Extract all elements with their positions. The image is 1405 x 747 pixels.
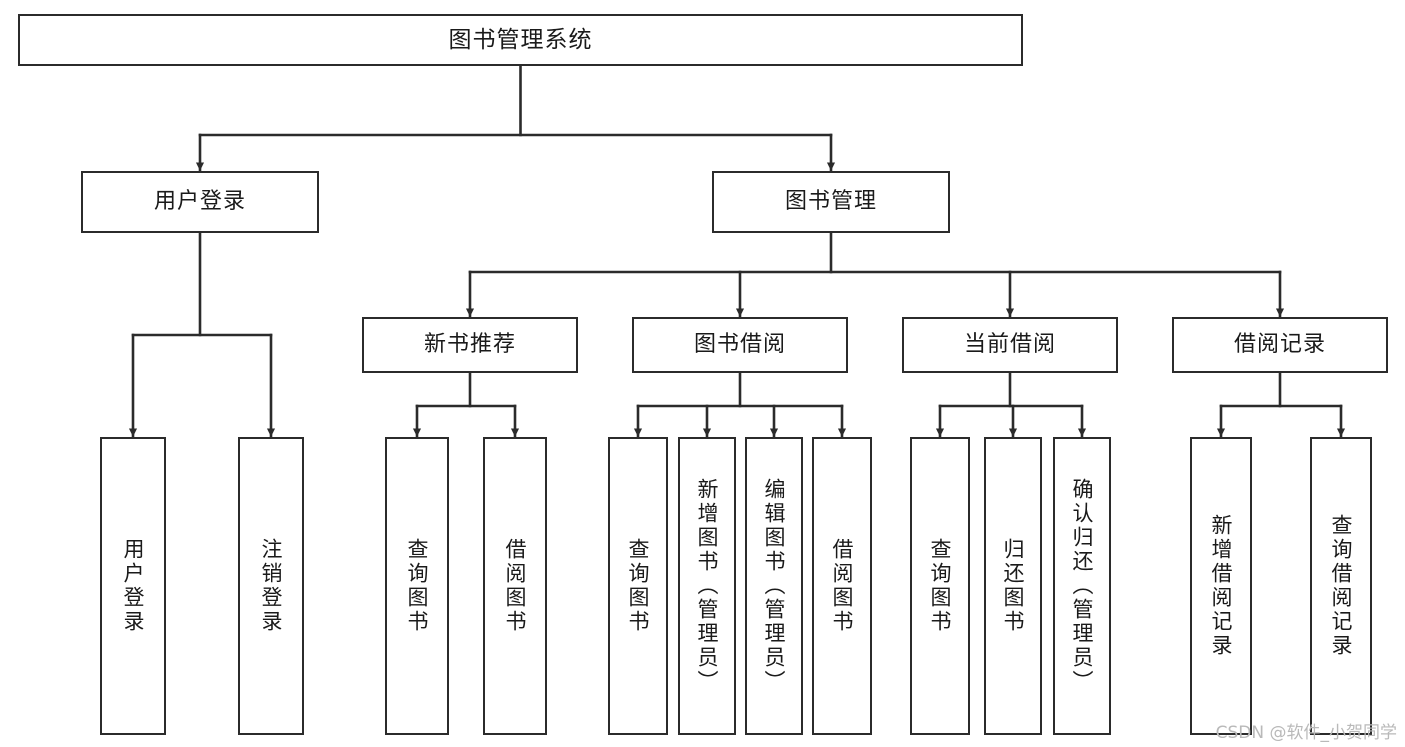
- node-label: 用户登录: [121, 538, 146, 634]
- connector-lines: [128, 64, 1346, 438]
- node-l3-d1[interactable]: 查询图书: [910, 437, 970, 735]
- node-l3-c3[interactable]: 编辑图书（管理员）: [745, 437, 803, 735]
- node-label: 编辑图书（管理员）: [762, 478, 787, 694]
- node-l3-c2[interactable]: 新增图书（管理员）: [678, 437, 736, 735]
- node-l3-a2[interactable]: 注销登录: [238, 437, 304, 735]
- node-label: 当前借阅: [963, 332, 1056, 358]
- node-label: 图书管理: [784, 189, 877, 215]
- node-l3-c4[interactable]: 借阅图书: [812, 437, 872, 735]
- node-label: 新书推荐: [423, 332, 516, 358]
- node-label: 查询借阅记录: [1329, 514, 1354, 658]
- node-l2-record[interactable]: 借阅记录: [1172, 317, 1388, 373]
- node-label: 归还图书: [1001, 538, 1026, 634]
- watermark: CSDN @软件_小贺同学: [1215, 723, 1397, 743]
- node-label: 查询图书: [626, 538, 651, 634]
- node-label: 图书管理系统: [448, 26, 593, 53]
- node-l1-bookmgmt[interactable]: 图书管理: [712, 171, 950, 233]
- node-l2-newbook[interactable]: 新书推荐: [362, 317, 578, 373]
- node-l2-current[interactable]: 当前借阅: [902, 317, 1118, 373]
- node-label: 确认归还（管理员）: [1070, 478, 1095, 694]
- node-label: 查询图书: [405, 538, 430, 634]
- node-label: 借阅图书: [830, 538, 855, 634]
- node-l3-e2[interactable]: 查询借阅记录: [1310, 437, 1372, 735]
- node-l1-login[interactable]: 用户登录: [81, 171, 319, 233]
- node-l3-b2[interactable]: 借阅图书: [483, 437, 547, 735]
- node-label: 新增借阅记录: [1209, 514, 1234, 658]
- node-label: 用户登录: [153, 189, 246, 215]
- node-l3-c1[interactable]: 查询图书: [608, 437, 668, 735]
- node-l3-e1[interactable]: 新增借阅记录: [1190, 437, 1252, 735]
- node-label: 注销登录: [259, 538, 284, 634]
- node-l2-borrow[interactable]: 图书借阅: [632, 317, 848, 373]
- node-l3-b1[interactable]: 查询图书: [385, 437, 449, 735]
- node-label: 图书借阅: [693, 332, 786, 358]
- node-label: 查询图书: [928, 538, 953, 634]
- node-root[interactable]: 图书管理系统: [18, 14, 1023, 66]
- node-l3-d3[interactable]: 确认归还（管理员）: [1053, 437, 1111, 735]
- node-label: 借阅图书: [503, 538, 528, 634]
- node-label: 借阅记录: [1233, 332, 1326, 358]
- node-label: 新增图书（管理员）: [695, 478, 720, 694]
- node-l3-d2[interactable]: 归还图书: [984, 437, 1042, 735]
- node-l3-a1[interactable]: 用户登录: [100, 437, 166, 735]
